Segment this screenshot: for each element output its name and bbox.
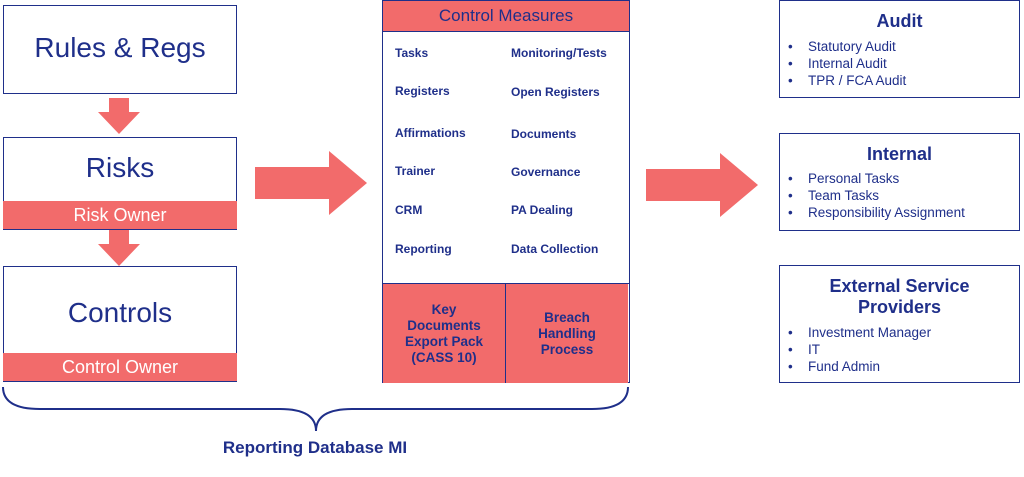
audit-list: •Statutory Audit •Internal Audit •TPR / …: [788, 38, 906, 89]
control-owner-bar: Control Owner: [3, 353, 237, 381]
list-item: •Fund Admin: [788, 359, 881, 374]
cm-item-documents: Documents: [511, 127, 577, 141]
bracket: [2, 386, 629, 432]
cm-item-tasks: Tasks: [395, 46, 429, 60]
list-item: •Responsibility Assignment: [788, 205, 965, 220]
cm-item-registers: Registers: [395, 84, 450, 98]
rules-regs-box: Rules & Regs: [3, 5, 237, 94]
risks-title: Risks: [85, 152, 155, 183]
internal-box: Internal •Personal Tasks •Team Tasks •Re…: [779, 133, 1020, 231]
cm-divider: [383, 283, 629, 284]
external-providers-title: External Service Providers: [829, 276, 970, 317]
right-arrow-2: [646, 153, 758, 217]
reporting-database-label: Reporting Database MI: [222, 438, 408, 457]
audit-box: Audit •Statutory Audit •Internal Audit •…: [779, 0, 1020, 98]
list-item: •Personal Tasks: [788, 171, 900, 186]
key-documents-export: Key Documents Export Pack (CASS 10): [383, 284, 506, 383]
risks-box: Risks Risk Owner: [3, 137, 237, 230]
external-providers-box: External Service Providers •Investment M…: [779, 265, 1020, 383]
list-item: •Statutory Audit: [788, 39, 896, 54]
cm-item-data-collection: Data Collection: [511, 242, 599, 256]
list-item: •Investment Manager: [788, 325, 932, 340]
cm-item-governance: Governance: [511, 165, 581, 179]
down-arrow-2: [98, 230, 140, 266]
breach-handling-process: Breach Handling Process: [506, 284, 628, 383]
cm-item-trainer: Trainer: [395, 164, 436, 178]
right-arrow-1: [255, 151, 367, 215]
rules-regs-title: Rules & Regs: [34, 32, 206, 63]
internal-list: •Personal Tasks •Team Tasks •Responsibil…: [788, 170, 965, 221]
control-measures-box: Control Measures Tasks Registers Affirma…: [382, 0, 630, 383]
risk-owner-bar: Risk Owner: [3, 201, 237, 229]
list-item: •Internal Audit: [788, 56, 887, 71]
cm-item-reporting: Reporting: [395, 242, 452, 256]
internal-title: Internal: [866, 144, 932, 164]
cm-item-affirmations: Affirmations: [395, 126, 466, 140]
list-item: •IT: [788, 342, 820, 357]
control-measures-header: Control Measures: [383, 1, 629, 32]
cm-item-open-registers: Open Registers: [511, 85, 600, 99]
down-arrow-1: [98, 98, 140, 134]
controls-box: Controls Control Owner: [3, 266, 237, 382]
cm-item-crm: CRM: [395, 203, 423, 217]
cm-item-monitoring: Monitoring/Tests: [511, 46, 607, 60]
audit-title: Audit: [876, 11, 923, 31]
controls-title: Controls: [67, 297, 173, 328]
list-item: •Team Tasks: [788, 188, 880, 203]
cm-item-pa-dealing: PA Dealing: [511, 203, 574, 217]
list-item: •TPR / FCA Audit: [788, 73, 907, 88]
external-list: •Investment Manager •IT •Fund Admin: [788, 324, 931, 375]
